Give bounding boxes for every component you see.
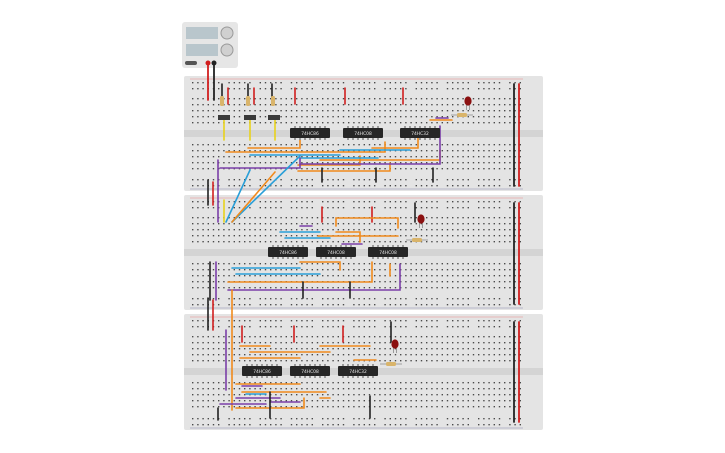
link-orange-diagonal[interactable] — [231, 171, 276, 223]
positive-terminal-icon[interactable] — [205, 60, 211, 66]
b1-chip-1[interactable]: 74HC86 — [290, 126, 330, 140]
negative-terminal-icon[interactable] — [211, 60, 217, 66]
b1-orange-wire-2[interactable] — [225, 141, 386, 153]
b2-chip-1-body — [268, 247, 308, 257]
b1-input-switch-2-icon — [244, 115, 256, 120]
b2-chip-2[interactable]: 74HC08 — [316, 245, 356, 259]
b2-orange-wire-2[interactable] — [335, 231, 361, 243]
b2-resistor-1-icon — [412, 238, 422, 242]
current-knob-icon[interactable] — [220, 43, 234, 57]
b3-chip-1[interactable]: 74HC86 — [242, 364, 282, 378]
b3-orange-wire-8[interactable] — [235, 397, 305, 409]
b3-chip-3[interactable]: 74HC32 — [338, 364, 378, 378]
b1-pulldown-resistor-3[interactable] — [271, 96, 275, 106]
b2-chip-1-label: 74HC86 — [279, 250, 297, 256]
b3-led[interactable] — [391, 339, 399, 353]
b3-chip-3-label: 74HC32 — [349, 369, 367, 375]
b2-purple-wire-2[interactable] — [227, 263, 401, 291]
b1-chip-3-body — [400, 128, 440, 138]
breadboard-2[interactable] — [184, 195, 543, 310]
b1-input-switch-1-icon — [218, 115, 230, 120]
b3-resistor-1[interactable] — [380, 362, 402, 366]
b1-pulldown-resistor-3-icon — [271, 96, 275, 106]
b3-chip-1-label: 74HC86 — [253, 369, 271, 375]
b2-chip-2-label: 74HC08 — [327, 250, 345, 256]
b1-orange-wire-7[interactable] — [297, 162, 391, 172]
b1-led-icon — [464, 96, 472, 106]
b1-purple-wire-1[interactable] — [219, 157, 301, 169]
voltage-display — [186, 27, 218, 39]
power-switch[interactable] — [185, 61, 197, 65]
b2-orange-wire-4[interactable] — [299, 261, 341, 271]
b1-led[interactable] — [464, 96, 472, 110]
b3-led-icon — [391, 339, 399, 349]
voltage-knob-icon[interactable] — [220, 26, 234, 40]
b2-orange-wire-1[interactable] — [335, 217, 399, 229]
b1-pulldown-resistor-1[interactable] — [220, 96, 224, 106]
components-layer[interactable]: 74HC86 74HC08 74HC32 74HC86 74HC08 74HC08 74HC… — [218, 96, 473, 378]
b1-chip-3-label: 74HC32 — [411, 131, 429, 137]
b2-orange-wire-5[interactable] — [227, 261, 373, 283]
breadboard-2-center-channel — [184, 249, 543, 256]
b3-chip-1-body — [242, 366, 282, 376]
b2-chip-3[interactable]: 74HC08 — [368, 245, 408, 259]
b1-orange-wire-5[interactable] — [371, 137, 419, 149]
b2-chip-3-label: 74HC08 — [379, 250, 397, 256]
b1-input-switch-3[interactable] — [268, 115, 280, 120]
b1-chip-2-label: 74HC08 — [354, 131, 372, 137]
b2-chip-2-body — [316, 247, 356, 257]
wires-layer[interactable] — [207, 64, 520, 423]
current-display — [186, 44, 218, 56]
b2-led-icon — [417, 214, 425, 224]
b1-resistor-1-icon — [457, 113, 467, 117]
b1-chip-2[interactable]: 74HC08 — [343, 126, 383, 140]
b1-pulldown-resistor-2[interactable] — [246, 96, 250, 106]
b1-purple-wire-2[interactable] — [299, 125, 441, 165]
b1-pulldown-resistor-1-icon — [220, 96, 224, 106]
b3-chip-3-body — [338, 366, 378, 376]
power-supply[interactable] — [182, 22, 238, 68]
link-blue-diagonal-2[interactable] — [231, 155, 301, 223]
b2-chip-1[interactable]: 74HC86 — [268, 245, 308, 259]
b1-chip-2-body — [343, 128, 383, 138]
b2-chip-3-body — [368, 247, 408, 257]
b2-led[interactable] — [417, 214, 425, 228]
b3-chip-2-body — [290, 366, 330, 376]
b2-resistor-1[interactable] — [406, 238, 428, 242]
b1-chip-3[interactable]: 74HC32 — [400, 126, 440, 140]
b1-input-switch-3-icon — [268, 115, 280, 120]
b3-chip-2-label: 74HC08 — [301, 369, 319, 375]
b1-input-switch-2[interactable] — [244, 115, 256, 120]
b1-input-switch-1[interactable] — [218, 115, 230, 120]
b3-resistor-1-icon — [386, 362, 396, 366]
b1-chip-1-label: 74HC86 — [301, 131, 319, 137]
b1-orange-wire-3[interactable] — [297, 155, 361, 166]
b1-resistor-1[interactable] — [451, 113, 473, 117]
b1-orange-wire-1[interactable] — [247, 139, 301, 149]
b3-chip-2[interactable]: 74HC08 — [290, 364, 330, 378]
b1-chip-1-body — [290, 128, 330, 138]
link-blue-diagonal-1[interactable] — [225, 169, 251, 223]
b1-pulldown-resistor-2-icon — [246, 96, 250, 106]
